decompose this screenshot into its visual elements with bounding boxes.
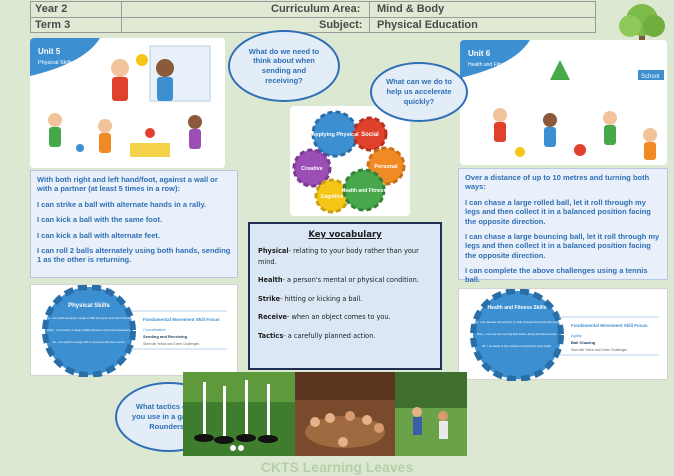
gear-right-side-sub3: Start with Yellow and Green Challenges	[571, 348, 627, 352]
gear-label-creative: Creative	[301, 166, 323, 172]
vocab-item: Strike- hitting or kicking a ball.	[258, 294, 432, 305]
objective-item: I can strike a ball with alternate hands…	[37, 199, 207, 209]
objective-item: I can roll 2 balls alternately using bot…	[37, 245, 231, 265]
objective-item: I can complete the above challenges usin…	[465, 266, 648, 285]
gear-right-title: Health and Fitness Skills	[488, 305, 547, 311]
objective-item: I can chase a large bouncing ball, let i…	[465, 231, 660, 260]
question-bubble-accelerate: What can we do to help us accelerate qui…	[370, 62, 468, 122]
gear-label-applying: Applying Physical	[311, 132, 359, 138]
photo-running-field	[395, 372, 467, 456]
header-row-1: Year 2 Curriculum Area: Mind & Body	[31, 2, 595, 18]
physical-skills-panel: Physical Skills Some - I can catch and a…	[30, 284, 238, 378]
gear-label-personal: Personal	[374, 164, 398, 170]
objective-item: I can kick a ball with alternate feet.	[37, 230, 160, 240]
photo-rounders-equipment	[183, 372, 295, 456]
gear-label-social: Social	[361, 132, 379, 138]
key-vocabulary-box: Key vocabulary Physical- relating to you…	[248, 222, 442, 370]
skills-gears-graphic: Applying Physical Social Creative Person…	[290, 106, 410, 216]
vocab-term: Receive	[258, 313, 287, 322]
vocab-title: Key vocabulary	[308, 230, 382, 240]
unit6-objectives: Over a distance of up to 10 metres and t…	[458, 168, 668, 284]
question-bubble-sending: What do we need to think about when send…	[228, 30, 340, 102]
unit5-subtitle: Physical Skills	[38, 60, 73, 66]
gear-right-line: All - I am aware of why exercise is impo…	[482, 344, 552, 348]
gear-left-line: Some - I can catch and apply a range of …	[43, 316, 136, 320]
gear-right-side-sub2: Ball Chasing	[571, 340, 596, 345]
gear-left-title: Physical Skills	[68, 303, 110, 309]
vocab-term: Strike	[258, 294, 281, 303]
gear-left-side-title: Fundamental Movement Skill Focus	[143, 317, 220, 322]
gear-label-health: Health and Fitness	[342, 188, 387, 194]
vocab-def: - a carefully planned action.	[283, 331, 376, 340]
vocab-def: - hitting or kicking a ball.	[280, 294, 363, 303]
unit5-badge: Unit 5	[38, 47, 61, 56]
gear-right-side-sub1: Agility	[571, 333, 582, 338]
gear-left-side-sub2: Sending and Receiving	[143, 334, 188, 339]
subject-value: Physical Education	[377, 19, 478, 31]
health-fitness-panel: Health and Fitness Skills Some - I can d…	[458, 288, 668, 382]
objective-intro: Over a distance of up to 10 metres and t…	[465, 173, 650, 192]
gear-right-side-title: Fundamental Movement Skill Focus	[571, 323, 648, 328]
vocab-item: Receive- when an object comes to you.	[258, 312, 432, 323]
school-sign: School	[641, 74, 659, 80]
unit5-objectives: With both right and left hand/foot, agai…	[30, 170, 238, 278]
header-divider-2	[369, 2, 370, 32]
vocab-item: Health- a person's mental or physical co…	[258, 275, 432, 286]
vocab-def: - relating to your body rather than your…	[258, 247, 419, 266]
vocab-term: Physical	[258, 247, 289, 255]
vocab-item: Tactics- a carefully planned action.	[258, 331, 432, 342]
photo-sports-hall	[295, 372, 395, 456]
gear-left-side-sub3: Start with Yellow and Green Challenges	[143, 342, 199, 346]
footer-brand: CKTS Learning Leaves	[260, 459, 414, 475]
header-row-2: Term 3 Subject: Physical Education	[31, 18, 595, 34]
curriculum-area-label: Curriculum Area:	[271, 3, 361, 15]
gear-left-side-sub1: Coordination	[143, 327, 166, 332]
bubble-text-sending: What do we need to think about when send…	[248, 46, 320, 85]
unit6-illustration: Unit 6 Health and Fitness Skills School	[460, 40, 667, 165]
objective-item: I can chase a large rolled ball, let it …	[465, 197, 651, 226]
bubble-text-accelerate: What can we do to help us accelerate qui…	[386, 77, 452, 106]
gear-right-line: Many - I can say how my body feels befor…	[477, 332, 557, 336]
year-label: Year 2	[35, 3, 68, 15]
unit5-illustration: Unit 5 Physical Skills	[30, 38, 225, 168]
objective-intro: With both right and left hand/foot, agai…	[37, 175, 218, 194]
subject-label: Subject:	[319, 19, 363, 31]
vocab-def: - a person's mental or physical conditio…	[282, 276, 419, 285]
gear-label-cognitive: Cognitive	[321, 194, 344, 200]
unit6-subtitle: Health and Fitness Skills	[468, 62, 523, 68]
term-label: Term 3	[35, 19, 71, 31]
unit6-badge: Unit 6	[468, 49, 491, 58]
header-table: Year 2 Curriculum Area: Mind & Body Term…	[30, 1, 596, 33]
gear-right-line: Some - I can describe how and why my bod…	[471, 320, 563, 324]
curriculum-area-value: Mind & Body	[377, 3, 445, 15]
objective-item: I can kick a ball with the same foot.	[37, 215, 163, 225]
gear-left-line: Many - I can perform a range of skills w…	[47, 328, 131, 332]
vocab-term: Health	[258, 276, 283, 285]
gear-left-line: All - I can perform a single skill or mo…	[53, 340, 126, 344]
vocab-term: Tactics	[258, 331, 284, 340]
vocab-item: Physical- relating to your body rather t…	[258, 246, 432, 267]
vocab-def: - when an object comes to you.	[286, 313, 391, 322]
header-divider-1	[121, 2, 122, 32]
bubble-text-tactics: What tactics could you use in a game of …	[131, 402, 207, 431]
